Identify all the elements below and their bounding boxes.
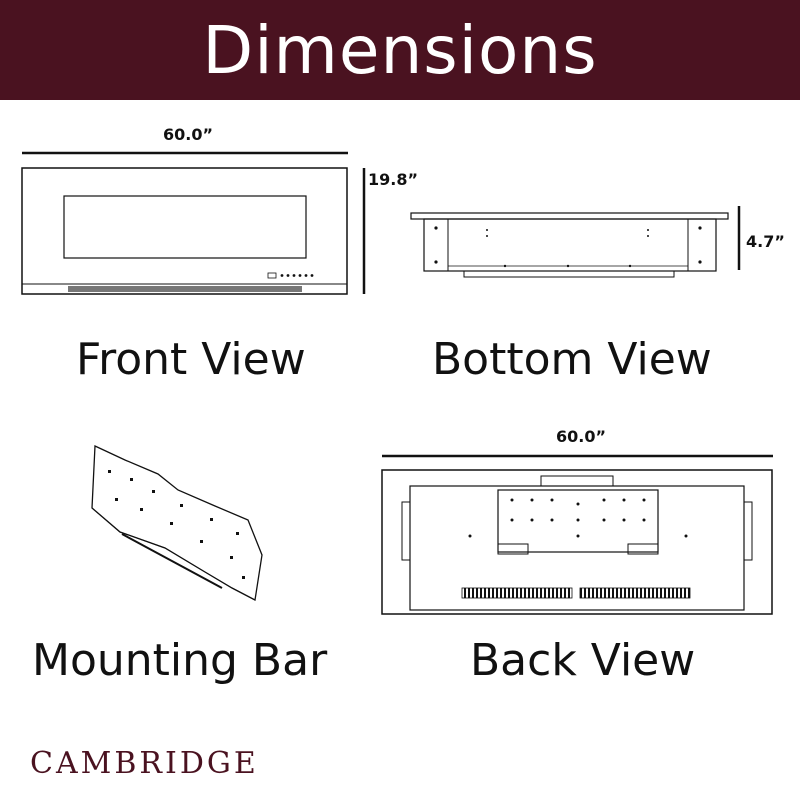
front-glass-panel	[63, 195, 307, 259]
back-vent-right	[579, 587, 691, 599]
page-title: Dimensions	[202, 11, 598, 89]
front-control-buttons	[280, 274, 314, 277]
back-width-label: 60.0”	[556, 427, 606, 446]
back-view-drawing	[381, 454, 773, 615]
back-outer-frame	[381, 469, 773, 615]
bottom-view-label: Bottom View	[432, 334, 712, 385]
bottom-view-drawing	[410, 206, 741, 278]
back-vent-left	[461, 587, 573, 599]
front-width-label: 60.0”	[163, 125, 213, 144]
front-height-label: 19.8”	[368, 170, 418, 189]
bottom-top-lip	[410, 212, 729, 220]
bottom-depth-label: 4.7”	[746, 232, 785, 251]
brand-logo: CAMBRIDGE	[30, 746, 259, 781]
front-display-icon	[267, 272, 277, 279]
mounting-bar-label: Mounting Bar	[32, 635, 328, 686]
front-outer-frame	[21, 167, 348, 295]
back-mount-plate	[497, 489, 659, 553]
front-view-label: Front View	[76, 334, 306, 385]
front-view-drawing	[21, 151, 366, 295]
bottom-body	[423, 218, 717, 272]
mounting-bar-plate	[91, 445, 263, 601]
back-view-label: Back View	[470, 635, 696, 686]
bottom-base-plate	[463, 270, 675, 278]
mounting-bar-drawing	[91, 445, 263, 601]
mounting-bar-lip	[121, 533, 223, 589]
front-vent-strip	[68, 286, 302, 292]
back-top-vent	[540, 475, 614, 487]
header-banner: Dimensions	[0, 0, 800, 100]
